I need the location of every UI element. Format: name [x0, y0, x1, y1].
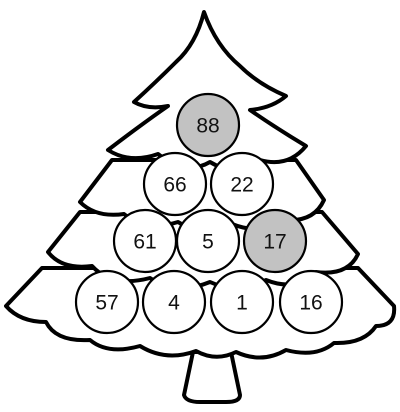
- tree-trunk: [184, 352, 240, 402]
- ornament-number: 1: [236, 292, 248, 315]
- ornament-number: 5: [202, 231, 214, 254]
- ornament-number: 17: [263, 231, 286, 254]
- ornament-number: 88: [196, 115, 219, 138]
- ornament: 57: [76, 271, 138, 333]
- ornament: 17: [244, 210, 306, 272]
- ornament: 66: [144, 153, 206, 215]
- ornament: 4: [143, 271, 205, 333]
- ornament-number: 16: [299, 292, 322, 315]
- ornament: 1: [211, 271, 273, 333]
- ornament-number: 61: [133, 231, 156, 254]
- ornament-number: 4: [168, 292, 180, 315]
- ornament: 61: [114, 210, 176, 272]
- ornament: 16: [280, 271, 342, 333]
- ornament: 5: [177, 210, 239, 272]
- ornament: 88: [177, 94, 239, 156]
- ornament-number: 66: [163, 174, 186, 197]
- ornament-number: 22: [230, 174, 253, 197]
- ornament: 22: [211, 153, 273, 215]
- ornament-number: 57: [95, 292, 118, 315]
